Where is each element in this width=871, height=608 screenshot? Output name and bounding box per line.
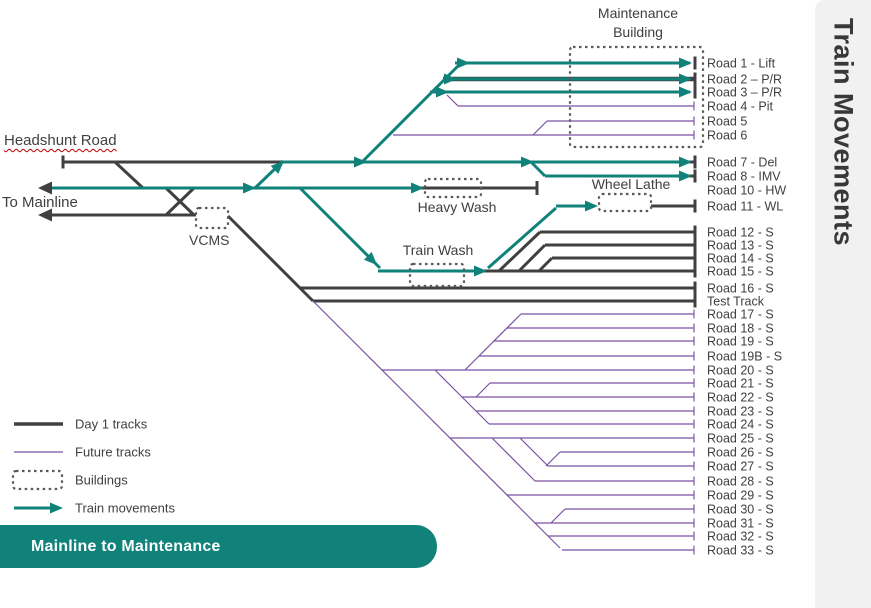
heavy-wash-building-outline: [423, 177, 483, 199]
legend-label: Train movements: [75, 501, 175, 516]
legend-label: Buildings: [75, 473, 128, 488]
movement-arrowhead: [436, 86, 449, 98]
future-tracks: [312, 94, 694, 551]
mainline-to-maintenance-banner: Mainline to Maintenance: [0, 525, 437, 568]
headshunt-road-label: Headshunt Road: [4, 132, 117, 149]
road-label: Road 21 - S: [707, 377, 774, 391]
train-wash-building-outline: [408, 262, 466, 288]
heavy-wash-label: Heavy Wash: [417, 199, 497, 215]
road-label: Road 25 - S: [707, 432, 774, 446]
movement-arrowhead: [243, 182, 256, 194]
road-label: Road 26 - S: [707, 446, 774, 460]
road-label: Road 19 - S: [707, 335, 774, 349]
maintenance-building-label-line2: Building: [613, 24, 663, 40]
legend-label: Day 1 tracks: [75, 417, 148, 432]
road-label: Road 30 - S: [707, 503, 774, 517]
vcms-label: VCMS: [189, 232, 230, 248]
building-outlines: [194, 45, 705, 288]
wheel-lathe-label: Wheel Lathe: [591, 176, 671, 192]
movement-arrowhead: [270, 161, 284, 174]
road-label: Road 23 - S: [707, 405, 774, 419]
road-label: Road 29 - S: [707, 489, 774, 503]
movement-arrowhead: [38, 208, 52, 222]
road-label: Road 15 - S: [707, 265, 774, 279]
train-wash-label: Train Wash: [402, 242, 474, 258]
banner-label: Mainline to Maintenance: [31, 537, 221, 555]
road-label: Road 24 - S: [707, 418, 774, 432]
road-label: Road 16 - S: [707, 282, 774, 296]
road-label: Road 20 - S: [707, 364, 774, 378]
road-label: Road 28 - S: [707, 475, 774, 489]
road-label: Road 6: [707, 129, 747, 143]
road-label: Road 32 - S: [707, 530, 774, 544]
road-label: Road 33 - S: [707, 544, 774, 558]
sidebar-title: Train Movements: [828, 18, 859, 247]
movement-arrowhead: [50, 502, 63, 514]
road-label: Road 11 - WL: [707, 200, 783, 214]
road-label: Road 18 - S: [707, 322, 774, 336]
road-label: Road 4 - Pit: [707, 100, 774, 114]
train-movements-sidebar: Train Movements: [815, 0, 871, 608]
movement-arrowhead: [354, 156, 367, 168]
movement-arrowhead: [363, 251, 377, 265]
movement-arrowhead: [444, 73, 457, 85]
road-label: Road 19B - S: [707, 350, 782, 364]
movement-arrowhead: [411, 182, 424, 194]
road-label: Road 14 - S: [707, 252, 774, 266]
wheel-lathe-building-outline: [597, 192, 653, 213]
train-movement-lines: [52, 61, 690, 273]
road-label: Road 27 - S: [707, 460, 774, 474]
road-label: Road 12 - S: [707, 226, 774, 240]
road-label: Road 7 - Del: [707, 156, 777, 170]
road-label: Road 5: [707, 115, 747, 129]
movement-arrowhead: [679, 86, 692, 98]
movement-arrowhead: [521, 156, 534, 168]
road-label: Test Track: [707, 295, 765, 309]
road-label: Road 22 - S: [707, 391, 774, 405]
movement-arrowhead: [585, 200, 598, 212]
maintenance-building-outline: [568, 45, 705, 149]
maintenance-building-label-line1: Maintenance: [597, 5, 679, 21]
to-mainline-label: To Mainline: [2, 194, 78, 211]
movement-arrowhead: [474, 265, 487, 277]
road-label: Road 13 - S: [707, 239, 774, 253]
road-label: Road 1 - Lift: [707, 57, 776, 71]
road-label: Road 17 - S: [707, 308, 774, 322]
movement-arrowhead: [679, 57, 692, 69]
road-label: Road 8 - IMV: [707, 170, 781, 184]
vcms-building-outline: [194, 206, 230, 230]
movement-arrows: [38, 57, 692, 277]
movement-arrowhead: [679, 170, 692, 182]
road-label: Road 31 - S: [707, 517, 774, 531]
movement-arrowhead: [457, 57, 470, 69]
movement-arrowhead: [38, 181, 52, 195]
legend-building-swatch: [11, 469, 64, 491]
maintenance-building-label: Maintenance Building: [572, 4, 704, 42]
road-label: Road 3 – P/R: [707, 86, 782, 100]
movement-arrowhead: [679, 73, 692, 85]
track-end-ticks: [61, 56, 697, 555]
road-label: Road 10 - HW: [707, 184, 786, 198]
legend-label: Future tracks: [75, 445, 151, 460]
movement-arrowhead: [679, 156, 692, 168]
road-label: Road 2 – P/R: [707, 73, 782, 87]
